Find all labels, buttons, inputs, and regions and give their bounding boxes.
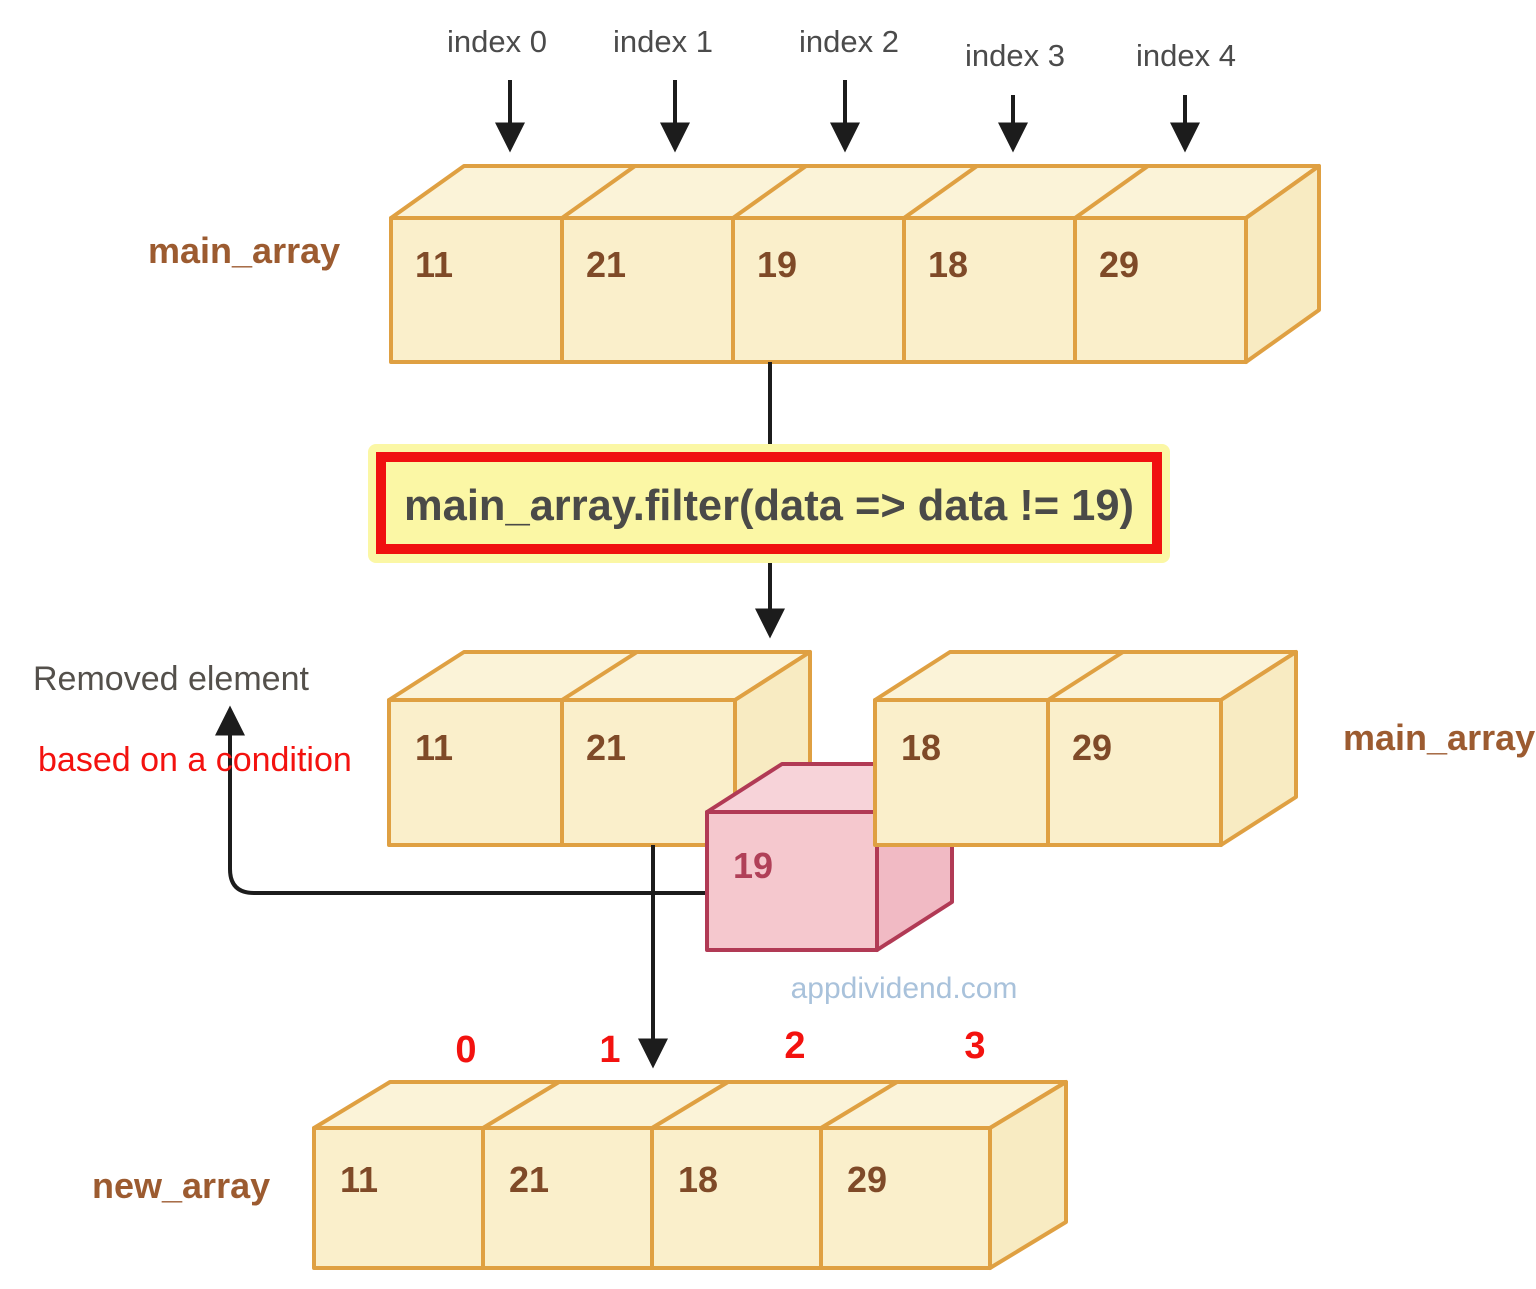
result-right-value-0: 18	[901, 727, 941, 768]
index-label-0: index 0	[447, 24, 547, 59]
top-array-value-0: 11	[415, 244, 453, 285]
cell-divider-top	[481, 1080, 561, 1130]
index-arrows	[495, 80, 1200, 153]
new-array-box: 11 21 18 29	[312, 1080, 1068, 1270]
result-left-value-0: 11	[415, 727, 453, 768]
removed-element-arrow	[215, 705, 707, 895]
removed-caption-line2: based on a condition	[38, 741, 352, 779]
index-label-1: index 1	[613, 24, 713, 59]
new-array-value-2: 18	[678, 1159, 718, 1200]
code-box: main_array.filter(data => data != 19)	[368, 444, 1170, 563]
top-array-front-face	[389, 216, 1248, 364]
filter-expression: main_array.filter(data => data != 19)	[404, 481, 1134, 530]
top-index-labels: index 0 index 1 index 2 index 3 index 4	[447, 24, 1236, 73]
result-right-box: 18 29	[873, 650, 1298, 847]
new-array-value-1: 21	[509, 1159, 549, 1200]
index-label-4: index 4	[1136, 38, 1236, 73]
top-array-label: main_array	[148, 230, 340, 271]
top-array-value-1: 21	[586, 244, 626, 285]
new-array-index-labels: 0 1 2 3	[455, 1025, 985, 1071]
new-array-value-0: 11	[340, 1159, 378, 1200]
new-index-3: 3	[964, 1025, 985, 1067]
cell-divider-top	[1073, 164, 1150, 220]
cell-divider-top	[902, 164, 979, 220]
cell-divider-top	[1046, 650, 1125, 702]
cell-divider-top	[560, 650, 639, 702]
removed-box-front-face	[705, 810, 879, 952]
watermark-text: appdividend.com	[791, 972, 1018, 1005]
result-array-label: main_array	[1343, 717, 1535, 758]
top-array-top-face	[389, 164, 1321, 220]
top-array-value-4: 29	[1099, 244, 1139, 285]
new-index-1: 1	[599, 1029, 620, 1071]
new-index-2: 2	[784, 1025, 805, 1067]
code-box-background	[368, 444, 1170, 563]
code-box-red-frame	[376, 452, 1162, 554]
new-index-0: 0	[455, 1029, 476, 1071]
index-label-3: index 3	[965, 38, 1065, 73]
top-array-value-3: 18	[928, 244, 968, 285]
result-left-value-1: 21	[586, 727, 626, 768]
cell-divider-top	[819, 1080, 899, 1130]
result-right-value-1: 29	[1072, 727, 1112, 768]
top-array-box: 11 21 19 18 29	[389, 164, 1321, 364]
cell-divider-top	[731, 164, 808, 220]
cell-divider-top	[560, 164, 637, 220]
cell-divider-top	[650, 1080, 730, 1130]
removed-caption-line1: Removed element	[33, 660, 309, 698]
new-array-value-3: 29	[847, 1159, 887, 1200]
new-array-label: new_array	[92, 1165, 270, 1206]
removed-box-value: 19	[733, 845, 773, 886]
index-label-2: index 2	[799, 24, 899, 59]
top-array-value-2: 19	[757, 244, 797, 285]
